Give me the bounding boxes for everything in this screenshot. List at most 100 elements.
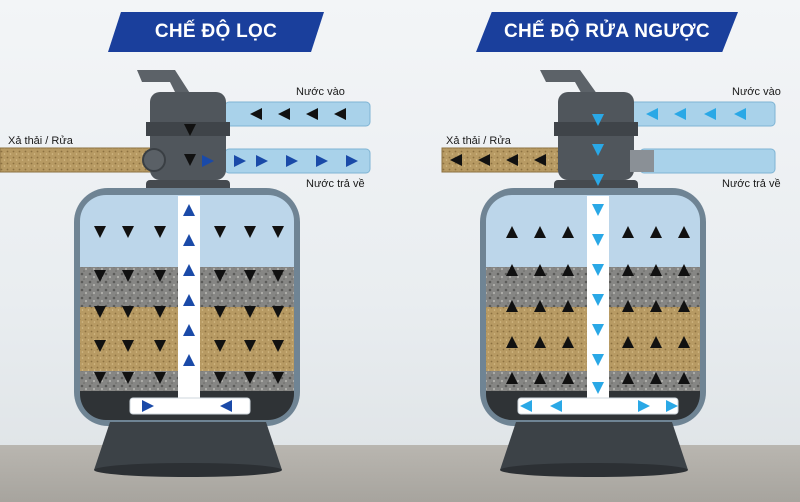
- flow-arrow-down-icon: [154, 270, 166, 282]
- flow-arrow-up-icon: [506, 372, 518, 384]
- flow-arrow-up-icon: [650, 300, 662, 312]
- flow-arrow-down-icon: [592, 204, 604, 216]
- backwash-mode-title: CHẾ ĐỘ RỬA NGƯỢC: [476, 12, 738, 52]
- bottom-lateral: [129, 397, 251, 415]
- flow-arrow-right-icon: [316, 155, 328, 167]
- filter-mode-diagram: [0, 70, 371, 477]
- flow-arrow-down-icon: [184, 154, 196, 166]
- flow-arrow-up-icon: [534, 264, 546, 276]
- flow-arrow-up-icon: [622, 264, 634, 276]
- flow-arrow-down-icon: [214, 270, 226, 282]
- flow-arrow-up-icon: [183, 324, 195, 336]
- flow-arrow-up-icon: [562, 372, 574, 384]
- flow-arrow-down-icon: [122, 340, 134, 352]
- flow-arrow-down-icon: [244, 226, 256, 238]
- flow-arrow-down-icon: [592, 174, 604, 186]
- flow-arrow-down-icon: [272, 306, 284, 318]
- flow-arrow-up-icon: [506, 300, 518, 312]
- waste-label-backwash: Xả thải / Rửa: [446, 135, 511, 147]
- flow-arrow-left-icon: [704, 108, 716, 120]
- flow-arrow-down-icon: [272, 340, 284, 352]
- flow-arrow-right-icon: [286, 155, 298, 167]
- return-label-backwash: Nước trả về: [722, 178, 781, 190]
- flow-arrow-up-icon: [183, 234, 195, 246]
- flow-arrow-up-icon: [678, 336, 690, 348]
- flow-arrow-down-icon: [592, 264, 604, 276]
- flow-arrow-up-icon: [534, 300, 546, 312]
- flow-arrow-right-icon: [142, 400, 154, 412]
- waste-label-filter: Xả thải / Rửa: [8, 135, 73, 147]
- flow-arrow-down-icon: [272, 270, 284, 282]
- flow-arrow-left-icon: [734, 108, 746, 120]
- flow-arrow-right-icon: [346, 155, 358, 167]
- flow-arrow-left-icon: [674, 108, 686, 120]
- flow-arrow-up-icon: [562, 300, 574, 312]
- valve-handle-icon: [540, 70, 600, 98]
- flow-arrow-up-icon: [183, 204, 195, 216]
- flow-arrow-left-icon: [550, 400, 562, 412]
- flow-arrow-down-icon: [214, 340, 226, 352]
- flow-arrow-up-icon: [650, 264, 662, 276]
- flow-arrow-down-icon: [94, 372, 106, 384]
- flow-arrow-down-icon: [94, 226, 106, 238]
- flow-arrow-down-icon: [272, 226, 284, 238]
- flow-arrow-up-icon: [650, 336, 662, 348]
- flow-arrow-down-icon: [154, 226, 166, 238]
- flow-arrow-up-icon: [622, 226, 634, 238]
- inlet-pipe: [614, 101, 776, 127]
- inlet-pipe: [224, 101, 371, 127]
- flow-arrow-down-icon: [592, 354, 604, 366]
- flow-arrow-up-icon: [506, 336, 518, 348]
- flow-arrow-left-icon: [450, 154, 462, 166]
- flow-arrow-down-icon: [592, 114, 604, 126]
- flow-arrow-left-icon: [306, 108, 318, 120]
- flow-arrow-up-icon: [622, 336, 634, 348]
- flow-arrow-up-icon: [622, 372, 634, 384]
- flow-arrow-down-icon: [272, 372, 284, 384]
- flow-arrow-up-icon: [622, 300, 634, 312]
- inlet-label-filter: Nước vào: [296, 86, 345, 98]
- flow-arrow-down-icon: [244, 270, 256, 282]
- flow-arrow-right-icon: [638, 400, 650, 412]
- flow-arrow-left-icon: [250, 108, 262, 120]
- flow-arrow-down-icon: [154, 306, 166, 318]
- flow-arrow-left-icon: [478, 154, 490, 166]
- flow-arrow-down-icon: [94, 306, 106, 318]
- flow-arrow-up-icon: [534, 336, 546, 348]
- flow-arrow-up-icon: [506, 264, 518, 276]
- return-pipe: [639, 148, 776, 174]
- flow-arrow-up-icon: [562, 226, 574, 238]
- bottom-lateral: [517, 397, 679, 415]
- flow-arrow-down-icon: [214, 306, 226, 318]
- flow-arrow-down-icon: [244, 306, 256, 318]
- flow-arrow-right-icon: [234, 155, 246, 167]
- flow-arrow-up-icon: [678, 264, 690, 276]
- flow-arrow-left-icon: [506, 154, 518, 166]
- flow-arrow-up-icon: [650, 372, 662, 384]
- tank-base: [500, 422, 688, 470]
- waste-pipe: [0, 147, 151, 173]
- flow-arrow-down-icon: [94, 340, 106, 352]
- backwash-mode-diagram: [441, 70, 776, 477]
- flow-arrow-left-icon: [220, 400, 232, 412]
- flow-arrow-down-icon: [122, 226, 134, 238]
- inlet-label-backwash: Nước vào: [732, 86, 781, 98]
- flow-arrow-down-icon: [214, 226, 226, 238]
- flow-arrow-left-icon: [646, 108, 658, 120]
- flow-arrow-down-icon: [154, 372, 166, 384]
- flow-arrow-down-icon: [592, 324, 604, 336]
- valve-handle-icon: [137, 70, 193, 98]
- flow-arrow-up-icon: [678, 372, 690, 384]
- flow-arrow-up-icon: [562, 264, 574, 276]
- filter-mode-title: CHẾ ĐỘ LỌC: [108, 12, 324, 52]
- flow-arrow-up-icon: [562, 336, 574, 348]
- flow-arrow-up-icon: [183, 294, 195, 306]
- waste-port: [142, 148, 166, 172]
- flow-arrow-down-icon: [122, 372, 134, 384]
- flow-arrow-up-icon: [534, 226, 546, 238]
- flow-arrow-right-icon: [666, 400, 678, 412]
- tank-base: [94, 422, 282, 470]
- flow-arrow-left-icon: [520, 400, 532, 412]
- flow-arrow-right-icon: [256, 155, 268, 167]
- flow-arrow-down-icon: [592, 382, 604, 394]
